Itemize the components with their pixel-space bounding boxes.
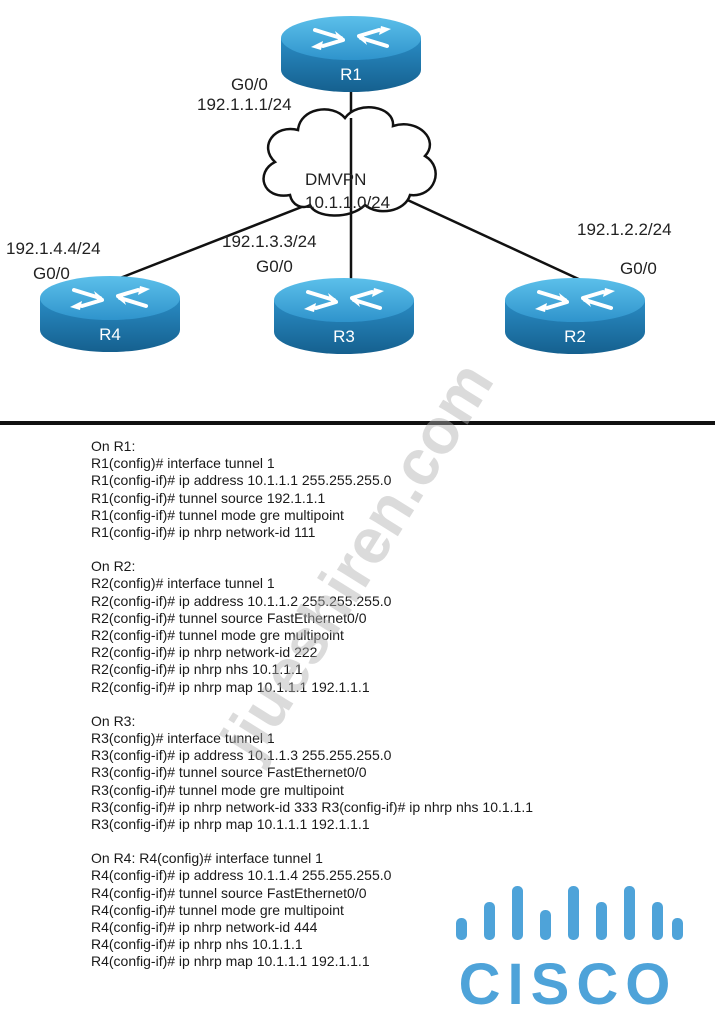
r2-interface-label: G0/0	[620, 259, 657, 278]
config-line: R2(config-if)# ip nhrp network-id 222	[91, 644, 318, 661]
config-block-r1: On R1: R1(config)# interface tunnel 1 R1…	[91, 438, 651, 541]
config-block-r3: On R3: R3(config)# interface tunnel 1 R3…	[91, 713, 651, 833]
router-r1-label: R1	[340, 65, 362, 84]
config-block-r4: On R4: R4(config)# interface tunnel 1 R4…	[91, 850, 651, 970]
link-r1-r2	[374, 183, 586, 284]
config-line: R2(config-if)# ip nhrp nhs 10.1.1.1	[91, 661, 303, 678]
config-line: R1(config-if)# ip nhrp network-id 111	[91, 524, 316, 541]
diagram-canvas: R1 R4 R3 R2	[38, 14, 647, 356]
section-divider	[0, 421, 715, 425]
config-line: R4(config-if)# ip address 10.1.1.4 255.2…	[91, 867, 392, 884]
config-line: R3(config-if)# ip nhrp map 10.1.1.1 192.…	[91, 816, 370, 833]
config-line: R2(config-if)# ip nhrp map 10.1.1.1 192.…	[91, 678, 370, 695]
config-line: On R4: R4(config)# interface tunnel 1	[91, 850, 323, 867]
config-line: R1(config)# interface tunnel 1	[91, 455, 275, 472]
router-r3-label: R3	[333, 327, 355, 346]
r1-interface-label: G0/0	[231, 75, 268, 94]
config-line: R3(config-if)# ip nhrp network-id 333 R3…	[91, 798, 534, 815]
config-line: On R1:	[91, 438, 136, 454]
router-r4-label: R4	[99, 325, 121, 344]
config-line: R1(config-if)# tunnel source 192.1.1.1	[91, 489, 326, 506]
config-listing: On R1: R1(config)# interface tunnel 1 R1…	[91, 438, 651, 988]
cloud-label-dmvpn: DMVPN	[305, 170, 367, 189]
cisco-logo: CISCO	[456, 886, 683, 1010]
r3-ip-label: 192.1.3.3/24	[222, 232, 317, 251]
config-block-r2: On R2: R2(config)# interface tunnel 1 R2…	[91, 558, 651, 696]
cisco-logo-text: CISCO	[459, 952, 678, 1010]
config-line: R2(config)# interface tunnel 1	[91, 575, 275, 592]
router-r2-label: R2	[564, 327, 586, 346]
config-line: R4(config-if)# ip nhrp map 10.1.1.1 192.…	[91, 953, 370, 970]
config-line: R1(config-if)# ip address 10.1.1.1 255.2…	[91, 472, 392, 489]
config-line: R2(config-if)# ip address 10.1.1.2 255.2…	[91, 592, 392, 609]
config-line: R4(config-if)# ip nhrp nhs 10.1.1.1	[91, 936, 303, 953]
router-r3-icon: R3	[272, 276, 416, 356]
config-line: R3(config-if)# ip address 10.1.1.3 255.2…	[91, 747, 392, 764]
cloud-label-subnet: 10.1.1.0/24	[305, 193, 391, 212]
config-line: On R3:	[91, 712, 136, 729]
config-line: R3(config-if)# tunnel source FastEtherne…	[91, 764, 367, 781]
r4-interface-label: G0/0	[33, 264, 70, 283]
config-line: R3(config-if)# tunnel mode gre multipoin…	[91, 781, 344, 798]
dmvpn-cloud-icon	[262, 106, 437, 217]
config-line: R4(config-if)# tunnel source FastEtherne…	[91, 884, 367, 901]
config-line: On R2:	[91, 558, 136, 575]
config-line: R3(config)# interface tunnel 1	[91, 730, 275, 747]
router-r2-icon: R2	[503, 276, 647, 356]
config-line: R1(config-if)# tunnel mode gre multipoin…	[91, 506, 344, 523]
r2-ip-label: 192.1.2.2/24	[577, 220, 672, 239]
config-line: R2(config-if)# tunnel source FastEtherne…	[91, 609, 367, 626]
config-line: R4(config-if)# tunnel mode gre multipoin…	[91, 901, 344, 918]
config-line: R2(config-if)# tunnel mode gre multipoin…	[91, 627, 344, 644]
r3-interface-label: G0/0	[256, 257, 293, 276]
config-line: R4(config-if)# ip nhrp network-id 444	[91, 919, 318, 936]
router-r4-icon: R4	[38, 274, 182, 354]
r1-ip-label: 192.1.1.1/24	[197, 95, 292, 114]
r4-ip-label: 192.1.4.4/24	[6, 239, 101, 258]
router-r1-icon: R1	[279, 14, 423, 94]
network-diagram: R1 R4 R3 R2 G0/0 192.1.1.1/24 DMVPN 10.1…	[0, 0, 715, 420]
